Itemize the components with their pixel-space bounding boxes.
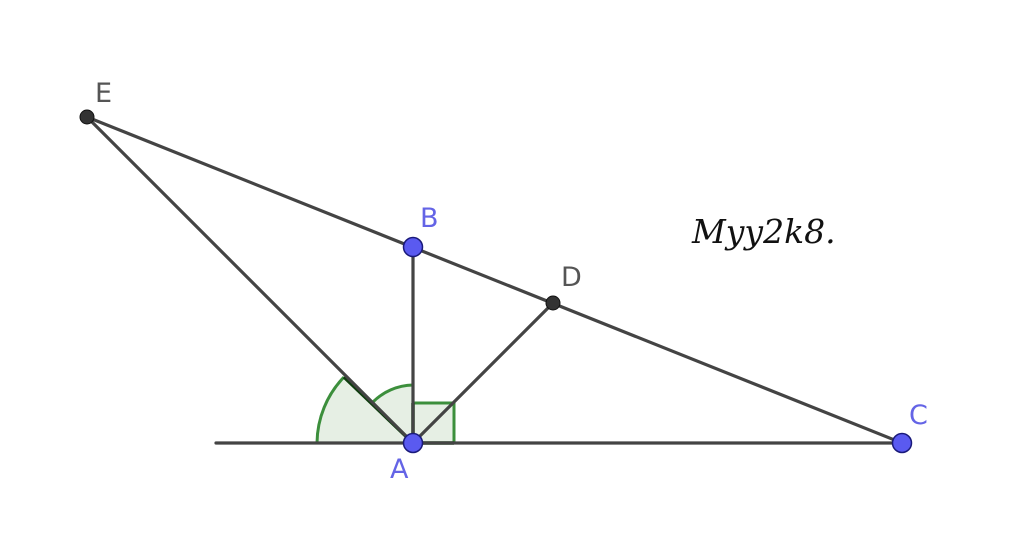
segment-ad (411, 301, 555, 445)
label-d: D (561, 262, 582, 293)
label-a: A (390, 454, 409, 485)
angle-bae-arc (370, 383, 414, 405)
point-a[interactable] (402, 432, 424, 454)
angle-cae-fill (317, 377, 413, 443)
label-c: C (909, 400, 928, 431)
label-b: B (420, 203, 439, 234)
segment-ea (85, 115, 415, 445)
point-b[interactable] (402, 236, 424, 258)
segment-ec (85, 115, 904, 445)
watermark-text: Myy2k8. (691, 212, 836, 251)
labels: E B D C A (95, 78, 928, 485)
label-e: E (95, 78, 112, 109)
segments (85, 115, 904, 445)
point-d[interactable] (545, 295, 561, 311)
point-e[interactable] (79, 109, 95, 125)
point-c[interactable] (891, 432, 913, 454)
angle-bae-fill (372, 385, 413, 443)
angle-marks (315, 375, 456, 445)
angle-cae-arc (315, 375, 346, 444)
points (79, 109, 913, 454)
